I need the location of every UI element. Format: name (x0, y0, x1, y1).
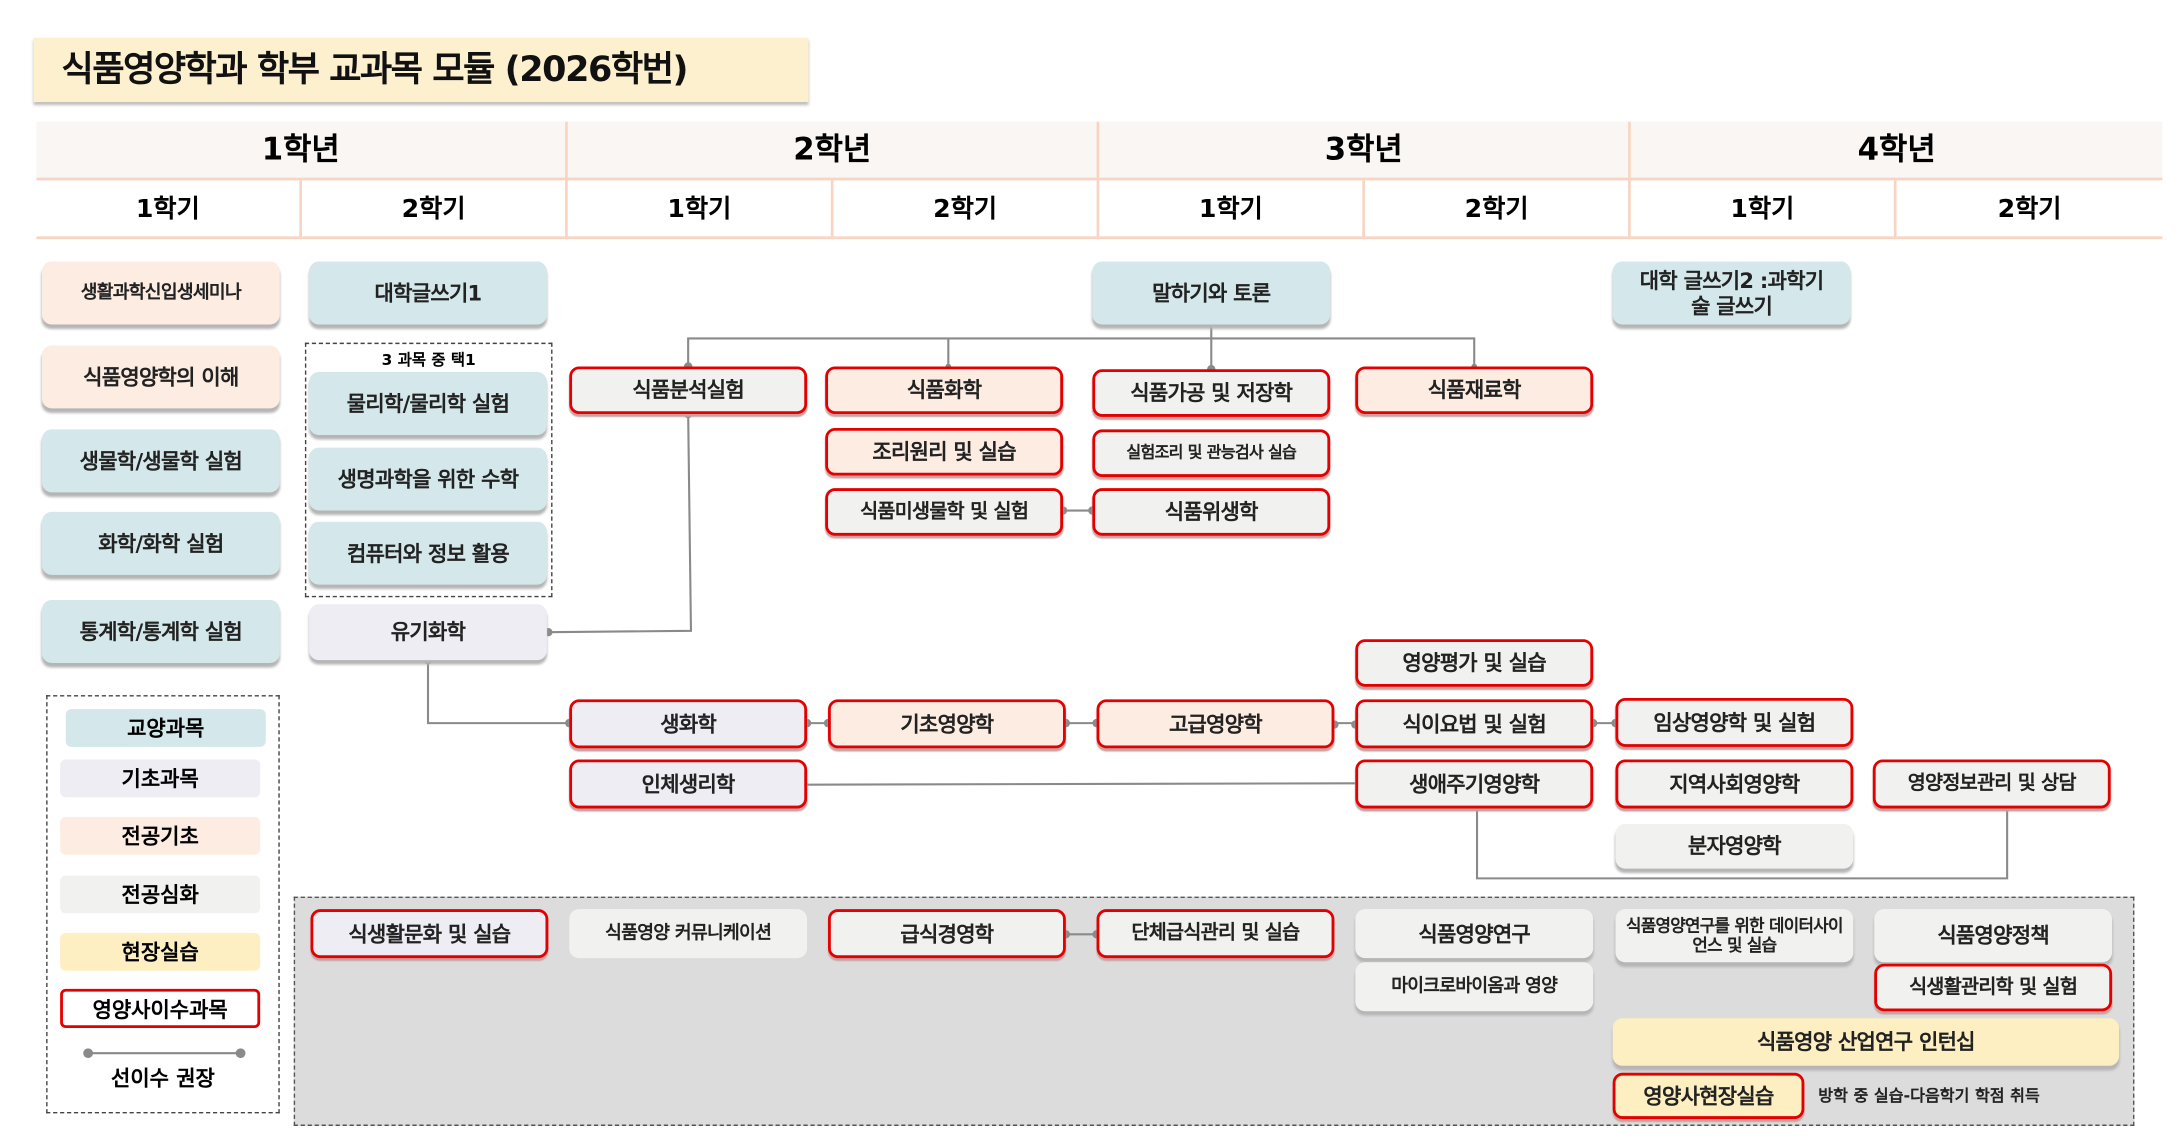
semester-header: 1학기 (1099, 180, 1366, 240)
course-box[interactable]: 생화학 (569, 699, 808, 749)
legend-major-advanced: 전공심화 (60, 875, 261, 914)
course-box[interactable]: 식품영양연구 (1355, 909, 1594, 959)
legend-major-basic: 전공기초 (60, 816, 261, 855)
course-box[interactable]: 식품영양 커뮤니케이션 (569, 909, 808, 959)
course-box[interactable]: 식품재료학 (1355, 366, 1594, 415)
course-box[interactable]: 대학 글쓰기2 :과학기술 글쓰기 (1612, 261, 1851, 325)
course-box[interactable]: 생활과학신입생세미나 (41, 261, 280, 325)
legend-general: 교양과목 (65, 709, 266, 747)
course-box[interactable]: 식생활관리학 및 실험 (1874, 963, 2113, 1012)
semester-header: 1학기 (36, 180, 303, 240)
elective-note: 3 과목 중 택1 (381, 351, 476, 370)
practicum-note: 방학 중 실습-다음학기 학점 취득 (1818, 1085, 2040, 1105)
course-box[interactable]: 마이크로바이옴과 영양 (1355, 962, 1594, 1012)
course-box[interactable]: 화학/화학 실험 (41, 511, 280, 575)
course-box[interactable]: 인체생리학 (569, 759, 808, 809)
course-box[interactable]: 생명과학을 위한 수학 (309, 447, 547, 511)
course-box[interactable]: 대학글쓰기1 (309, 261, 547, 325)
year-header-1: 1학년 (36, 121, 568, 181)
semester-header: 2학기 (1896, 180, 2163, 240)
course-box[interactable]: 조리원리 및 실습 (825, 428, 1064, 476)
course-box[interactable]: 유기화학 (309, 604, 547, 661)
course-box[interactable]: 영양평가 및 실습 (1355, 639, 1594, 687)
semester-header: 1학기 (1630, 180, 1897, 240)
course-box[interactable]: 실험조리 및 관능검사 실습 (1092, 429, 1331, 477)
page-title: 식품영양학과 학부 교과목 모듈 (2026학번) (33, 37, 809, 103)
course-box[interactable]: 고급영양학 (1096, 699, 1335, 749)
semester-header: 2학기 (1365, 180, 1631, 240)
course-box[interactable]: 영양사현장실습 (1612, 1072, 1805, 1119)
course-box[interactable]: 식품미생물학 및 실험 (825, 488, 1064, 536)
course-box[interactable]: 통계학/통계학 실험 (41, 600, 280, 663)
year-header-2: 2학년 (567, 121, 1100, 181)
course-box[interactable]: 분자영양학 (1615, 823, 1854, 869)
course-box[interactable]: 생물학/생물학 실험 (41, 429, 280, 493)
course-box[interactable]: 기초영양학 (828, 699, 1066, 749)
course-box[interactable]: 단체급식관리 및 실습 (1096, 909, 1335, 959)
legend (46, 695, 280, 1114)
year-header-3: 3학년 (1099, 121, 1631, 181)
course-box[interactable]: 물리학/물리학 실험 (309, 372, 547, 435)
legend-prereq: 선이수 권장 (111, 1065, 215, 1091)
course-box[interactable]: 식품가공 및 저장학 (1092, 369, 1331, 417)
course-box[interactable]: 임상영양학 및 실험 (1615, 697, 1854, 747)
course-box[interactable]: 식품화학 (825, 366, 1064, 415)
year-header-4: 4학년 (1630, 121, 2163, 181)
course-box[interactable]: 식품영양 산업연구 인턴십 (1612, 1018, 2120, 1066)
legend-basic: 기초과목 (60, 759, 261, 798)
course-box[interactable]: 영양정보관리 및 상담 (1872, 759, 2111, 809)
course-box[interactable]: 식품영양학의 이해 (41, 345, 280, 409)
course-box[interactable]: 식품영양정책 (1874, 909, 2113, 963)
semester-header: 2학기 (833, 180, 1100, 240)
semester-header: 2학기 (302, 180, 568, 240)
course-box[interactable]: 식품영양연구를 위한 데이터사이언스 및 실습 (1615, 909, 1854, 963)
semester-header: 1학기 (567, 180, 834, 240)
course-box[interactable]: 식품분석실험 (569, 366, 808, 415)
course-box[interactable]: 지역사회영양학 (1615, 759, 1854, 809)
course-box[interactable]: 급식경영학 (828, 909, 1066, 959)
course-box[interactable]: 식품위생학 (1092, 488, 1331, 536)
elective-group (304, 342, 553, 598)
course-box[interactable]: 컴퓨터와 정보 활용 (309, 521, 547, 585)
legend-dietitian: 영양사이수과목 (60, 988, 261, 1029)
course-box[interactable]: 말하기와 토론 (1092, 261, 1331, 325)
course-box[interactable]: 식이요법 및 실험 (1355, 699, 1594, 749)
course-box[interactable]: 식생활문화 및 실습 (310, 909, 549, 959)
legend-field: 현장실습 (60, 932, 261, 971)
course-box[interactable]: 생애주기영양학 (1355, 759, 1594, 809)
